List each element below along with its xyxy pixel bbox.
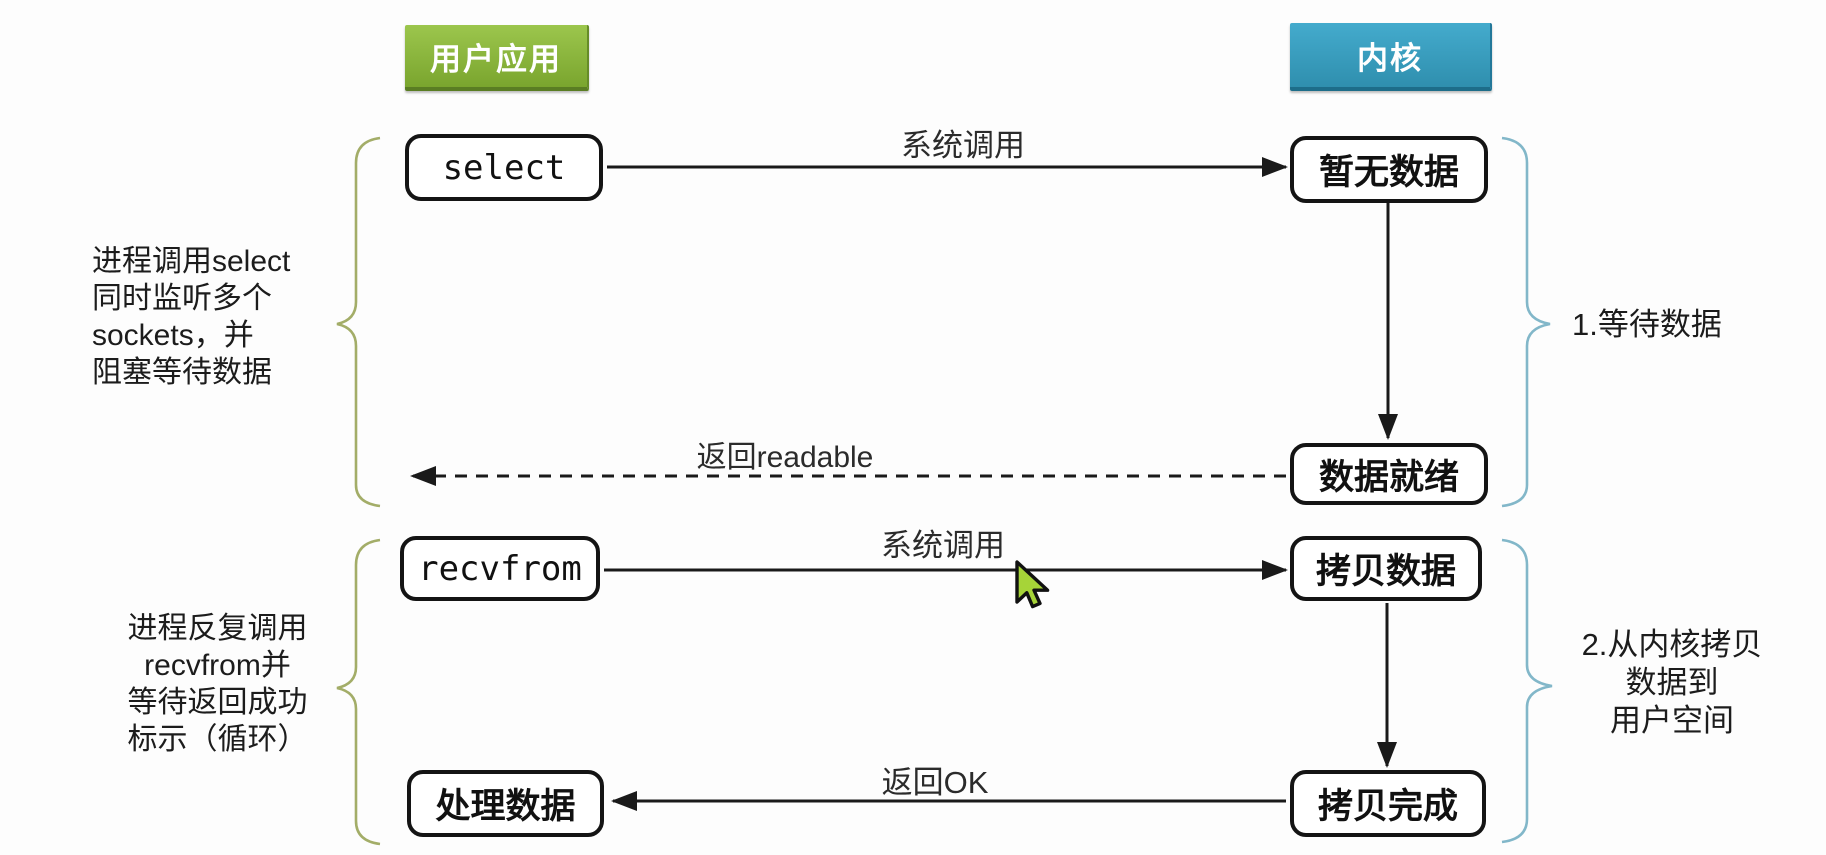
node-data-ready: 数据就绪 [1290,443,1488,505]
annotation-copy-kernel-to-user: 2.从内核拷贝 数据到 用户空间 [1552,626,1792,740]
annotation-line: 等待返回成功 [127,686,308,719]
annotation-line: 阻塞等待数据 [92,356,272,389]
left-brace-recvfrom [336,538,381,846]
annotation-recvfrom-loop: 进程反复调用 recvfrom并 等待返回成功 标示（循环） [100,610,335,758]
lane-header-kernel: 内核 [1290,23,1492,91]
annotation-line: 标示（循环） [127,723,308,756]
node-select: select [405,134,603,201]
annotation-line: 进程调用select [92,245,291,278]
syscall2-label: 系统调用 [881,528,1005,563]
annotation-line: 进程反复调用 [127,612,308,645]
annotation-line: 用户空间 [1610,703,1734,738]
node-copy-data: 拷贝数据 [1290,536,1482,601]
right-brace-copy [1501,538,1553,844]
syscall1-label: 系统调用 [901,128,1025,163]
return-ok-label: 返回OK [881,765,989,800]
node-recvfrom: recvfrom [400,536,600,601]
node-copy-done: 拷贝完成 [1290,770,1486,837]
annotation-line: recvfrom并 [144,649,291,682]
annotation-line: 2.从内核拷贝 [1581,627,1763,662]
return-readable-label: 返回readable [696,441,874,474]
annotation-line: sockets，并 [92,319,254,352]
right-brace-wait [1501,136,1551,508]
node-process-data: 处理数据 [407,770,604,837]
annotation-select-blocking: 进程调用select 同时监听多个 sockets，并 阻塞等待数据 [92,243,347,391]
node-no-data: 暂无数据 [1290,136,1488,203]
lane-header-user-app: 用户应用 [405,25,589,91]
mouse-cursor-icon [1015,560,1050,609]
annotation-line: 同时监听多个 [92,282,272,315]
annotation-line: 数据到 [1625,665,1719,700]
annotation-wait-data: 1.等待数据 [1572,307,1722,342]
